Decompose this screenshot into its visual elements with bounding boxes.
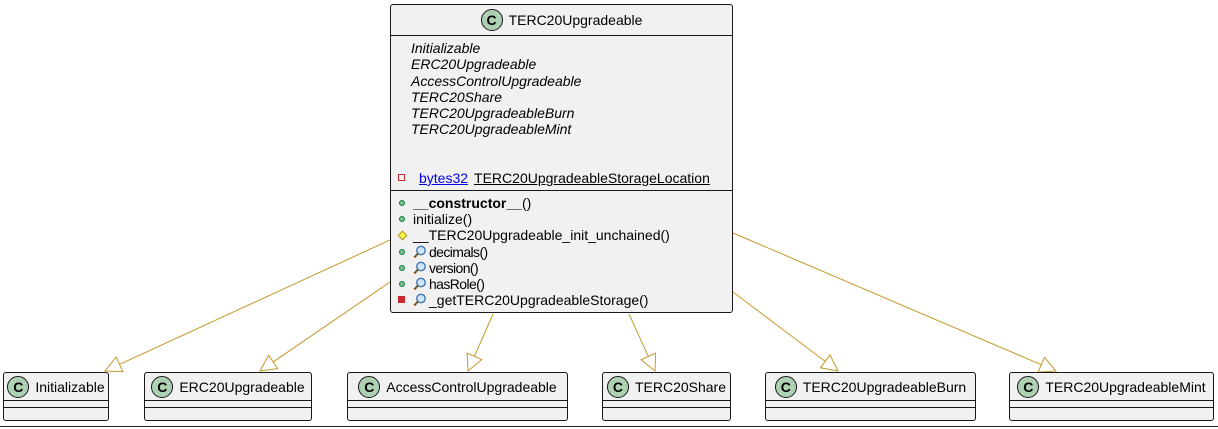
class-icon: C xyxy=(358,375,381,398)
class-icon: C xyxy=(606,375,629,398)
magnifier-icon xyxy=(413,245,426,258)
inheritance-arrowhead-5 xyxy=(1037,356,1058,373)
class-icon: C xyxy=(1017,375,1040,398)
class-header: C TERC20Share xyxy=(603,373,730,400)
class-name: Initializable xyxy=(35,378,105,395)
method-list: __constructor__() initialize() __TERC20U… xyxy=(397,195,670,308)
parent-item: TERC20Share xyxy=(411,88,503,105)
inheritance-line-4 xyxy=(732,291,826,362)
class-header: C TERC20UpgradeableMint xyxy=(1010,373,1213,400)
method-name: version() xyxy=(429,259,479,276)
class-header: C TERC20Upgradeable xyxy=(391,5,732,35)
method-row: initialize() xyxy=(397,211,670,227)
class-icon: C xyxy=(7,375,30,398)
class-name: ERC20Upgradeable xyxy=(179,378,305,395)
class-name: TERC20UpgradeableMint xyxy=(1045,378,1206,395)
divider xyxy=(145,407,311,408)
class-icon: C xyxy=(774,375,797,398)
divider xyxy=(4,400,108,401)
public-icon xyxy=(397,197,409,209)
divider xyxy=(766,400,975,401)
inheritance-line-2 xyxy=(473,313,494,357)
method-row: _getTERC20UpgradeableStorage() xyxy=(397,292,670,308)
inheritance-line-5 xyxy=(732,232,1042,366)
divider xyxy=(603,400,730,401)
magnifier-icon xyxy=(413,293,426,307)
class-name: TERC20UpgradeableBurn xyxy=(802,378,967,395)
divider xyxy=(348,400,567,401)
field-row: bytes32 TERC20UpgradeableStorageLocation xyxy=(397,170,710,186)
class-initializable[interactable]: C Initializable xyxy=(3,372,109,421)
class-terc20upgradeable[interactable]: C TERC20Upgradeable Initializable ERC20U… xyxy=(390,4,733,313)
private-field-icon xyxy=(397,172,409,184)
private-icon xyxy=(397,294,409,306)
inheritance-line-0 xyxy=(119,239,391,365)
class-name: TERC20Upgradeable xyxy=(508,12,643,28)
divider xyxy=(1010,407,1213,408)
method-row: __TERC20Upgradeable_init_unchained() xyxy=(397,227,670,243)
class-icon: C xyxy=(151,375,174,398)
bottom-rule xyxy=(0,426,1218,427)
class-header: C ERC20Upgradeable xyxy=(145,373,311,400)
parent-item: ERC20Upgradeable xyxy=(411,56,537,73)
inheritance-arrowhead-3 xyxy=(640,352,657,373)
public-icon xyxy=(397,213,409,225)
public-icon xyxy=(397,246,409,258)
magnifier-icon xyxy=(413,277,426,291)
header-divider xyxy=(391,35,732,36)
method-suffix: () xyxy=(521,195,532,211)
inheritance-arrowhead-1 xyxy=(259,354,279,372)
divider xyxy=(1010,400,1213,401)
divider xyxy=(766,407,975,408)
method-name: decimals() xyxy=(429,243,488,260)
class-name: TERC20Share xyxy=(634,378,727,395)
field-divider xyxy=(391,190,732,191)
parent-item: TERC20UpgradeableBurn xyxy=(411,105,575,122)
inheritance-arrowhead-2 xyxy=(466,352,483,373)
parent-item: TERC20UpgradeableMint xyxy=(411,121,572,138)
magnifier-icon xyxy=(413,261,426,275)
method-row: hasRole() xyxy=(397,276,670,292)
public-icon xyxy=(397,278,409,290)
class-name: AccessControlUpgradeable xyxy=(386,378,557,395)
divider xyxy=(603,407,730,408)
field-type-link[interactable]: bytes32 xyxy=(419,170,469,186)
class-terc20upgradeableburn[interactable]: C TERC20UpgradeableBurn xyxy=(765,372,976,421)
parent-item: Initializable xyxy=(411,40,481,56)
method-name: hasRole() xyxy=(429,276,485,293)
inheritance-arrowhead-0 xyxy=(103,356,124,373)
method-row: __constructor__() xyxy=(397,195,670,211)
class-header: C Initializable xyxy=(4,373,108,400)
divider xyxy=(4,407,108,408)
inheritance-line-3 xyxy=(628,313,649,357)
protected-icon xyxy=(397,230,409,242)
method-name: __constructor__ xyxy=(413,195,522,211)
field-name: TERC20UpgradeableStorageLocation xyxy=(474,170,710,186)
class-header: C AccessControlUpgradeable xyxy=(348,373,567,400)
inheritance-line-1 xyxy=(272,281,391,363)
parent-item: AccessControlUpgradeable xyxy=(411,72,582,89)
class-icon: C xyxy=(480,9,503,31)
method-row: version() xyxy=(397,260,670,276)
class-terc20share[interactable]: C TERC20Share xyxy=(602,372,731,421)
divider xyxy=(145,400,311,401)
class-terc20upgradeablemint[interactable]: C TERC20UpgradeableMint xyxy=(1009,372,1214,421)
class-header: C TERC20UpgradeableBurn xyxy=(766,373,975,400)
divider xyxy=(348,407,567,408)
inheritance-arrowhead-4 xyxy=(819,354,839,372)
class-erc20upgradeable[interactable]: C ERC20Upgradeable xyxy=(144,372,312,421)
method-name: __TERC20Upgradeable_init_unchained() xyxy=(413,227,670,244)
parent-list: Initializable ERC20Upgradeable AccessCon… xyxy=(391,36,732,138)
class-accesscontrolupgradeable[interactable]: C AccessControlUpgradeable xyxy=(347,372,568,421)
method-row: decimals() xyxy=(397,244,670,260)
method-name: initialize() xyxy=(413,211,473,228)
method-name: _getTERC20UpgradeableStorage() xyxy=(429,292,649,309)
public-icon xyxy=(397,262,409,274)
